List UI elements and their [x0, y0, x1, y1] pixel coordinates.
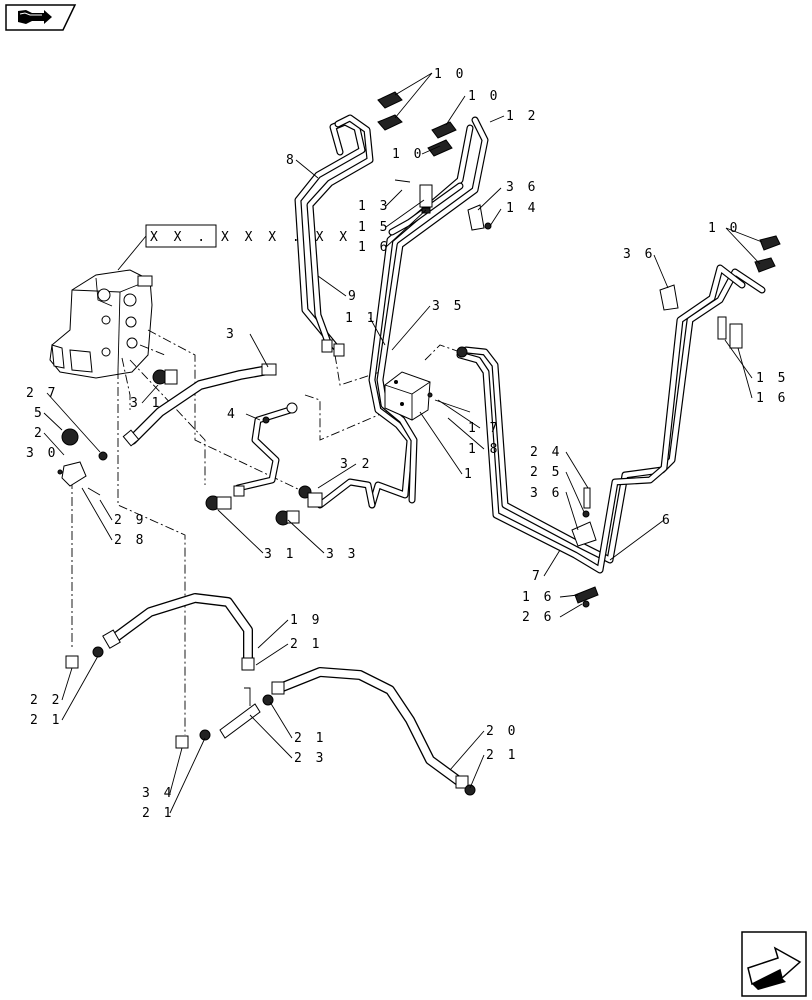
callout-26[interactable]: 2 6 — [522, 610, 554, 625]
next-page-icon[interactable] — [741, 931, 807, 997]
callout-9[interactable]: 9 — [348, 289, 359, 304]
callout-10b[interactable]: 1 0 — [468, 89, 500, 104]
callout-6[interactable]: 6 — [662, 513, 673, 528]
manifold-block-1 — [384, 371, 431, 421]
callout-15b[interactable]: 1 5 — [756, 371, 788, 386]
callout-24[interactable]: 2 4 — [530, 445, 562, 460]
pipe-7 — [456, 264, 746, 574]
callout-4[interactable]: 4 — [227, 407, 238, 422]
callout-29[interactable]: 2 9 — [114, 513, 146, 528]
callout-19[interactable]: 1 9 — [290, 613, 322, 628]
callout-14[interactable]: 1 4 — [506, 201, 538, 216]
callout-labels: 1 0 1 0 1 2 1 0 8 3 6 1 3 1 4 1 0 1 5 1 … — [26, 67, 788, 821]
callout-21c[interactable]: 2 1 — [294, 731, 326, 746]
callout-35[interactable]: 3 5 — [432, 299, 464, 314]
callout-36a[interactable]: 3 6 — [506, 180, 538, 195]
callout-25[interactable]: 2 5 — [530, 465, 562, 480]
pipe-12 — [376, 116, 489, 504]
callout-7[interactable]: 7 — [532, 569, 543, 584]
callout-11[interactable]: 1 1 — [345, 311, 377, 326]
callout-31b[interactable]: 3 1 — [264, 547, 296, 562]
callout-20[interactable]: 2 0 — [486, 724, 518, 739]
callout-16c[interactable]: 1 6 — [522, 590, 554, 605]
book-nav-icon[interactable] — [5, 4, 77, 31]
callout-10d[interactable]: 1 0 — [708, 221, 740, 236]
callout-36c[interactable]: 3 6 — [530, 486, 562, 501]
callout-34[interactable]: 3 4 — [142, 786, 174, 801]
callout-32[interactable]: 3 2 — [340, 457, 372, 472]
callout-16b[interactable]: 1 6 — [756, 391, 788, 406]
callout-15a[interactable]: 1 5 — [358, 220, 390, 235]
callout-16a[interactable]: 1 6 — [358, 240, 390, 255]
callout-3[interactable]: 3 — [226, 327, 237, 342]
pipe-10-11-link — [388, 182, 464, 236]
callout-5[interactable]: 5 — [34, 406, 45, 421]
callout-31a[interactable]: 3 1 — [130, 396, 162, 411]
callout-21b[interactable]: 2 1 — [30, 713, 62, 728]
callout-21d[interactable]: 2 1 — [486, 748, 518, 763]
fittings — [57, 339, 476, 796]
pipe-6 — [462, 268, 766, 564]
callout-36b[interactable]: 3 6 — [623, 247, 655, 262]
callout-22[interactable]: 2 2 — [30, 693, 62, 708]
callout-33[interactable]: 3 3 — [326, 547, 358, 562]
clamps — [377, 91, 781, 608]
callout-8[interactable]: 8 — [286, 153, 297, 168]
pipe-9 — [306, 114, 374, 349]
hose-3 — [122, 363, 277, 447]
callout-27[interactable]: 2 7 — [26, 386, 58, 401]
control-valve — [49, 269, 153, 379]
callout-21a[interactable]: 2 1 — [290, 637, 322, 652]
callout-17[interactable]: 1 7 — [468, 421, 500, 436]
reference-label: X X . X X X . X X — [150, 230, 351, 245]
hose-19 — [102, 593, 255, 671]
callout-23[interactable]: 2 3 — [294, 751, 326, 766]
callout-13[interactable]: 1 3 — [358, 199, 390, 214]
callout-12[interactable]: 1 2 — [506, 109, 538, 124]
callout-2[interactable]: 2 — [34, 426, 45, 441]
callout-28[interactable]: 2 8 — [114, 533, 146, 548]
hose-20 — [271, 667, 469, 789]
callout-21e[interactable]: 2 1 — [142, 806, 174, 821]
leader-lines — [43, 72, 763, 814]
connection-lines — [71, 329, 461, 735]
callout-10a[interactable]: 1 0 — [434, 67, 466, 82]
pipe-32-run — [316, 478, 376, 509]
callout-30[interactable]: 3 0 — [26, 446, 58, 461]
callout-18[interactable]: 1 8 — [468, 442, 500, 457]
callout-1[interactable]: 1 — [464, 467, 475, 482]
callout-10c[interactable]: 1 0 — [392, 147, 424, 162]
